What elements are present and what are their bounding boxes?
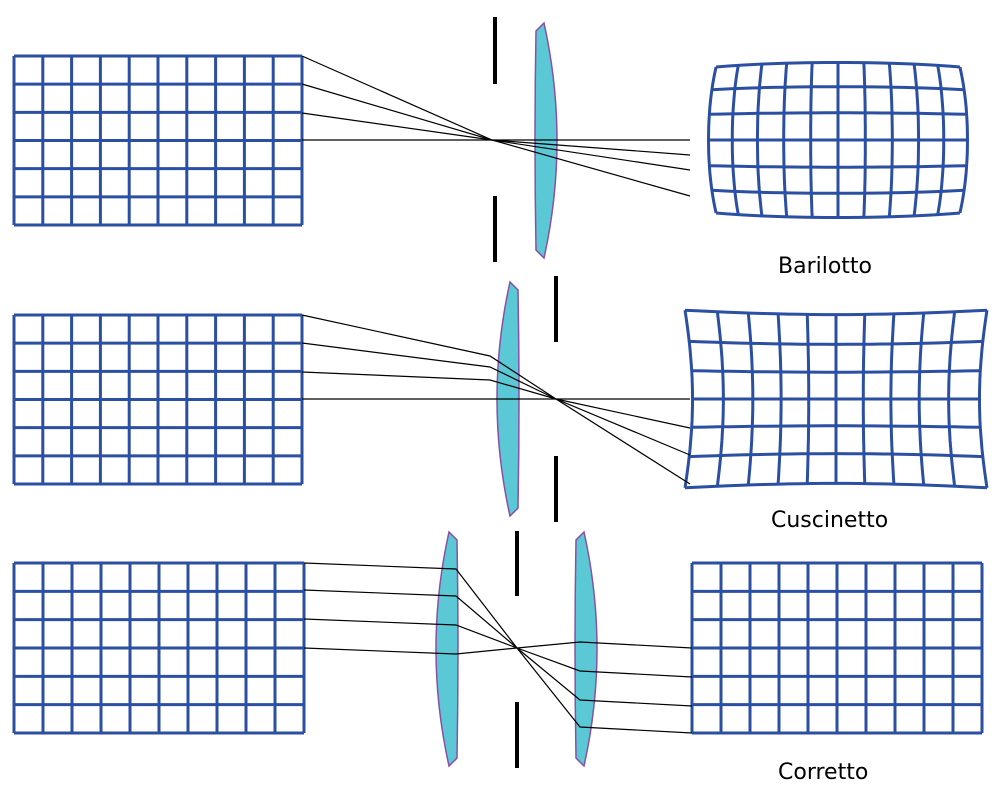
grid-line <box>684 481 988 490</box>
grid-line <box>709 111 967 116</box>
grid-line <box>709 164 967 169</box>
grid-line <box>684 308 988 317</box>
corrected-panel <box>12 530 984 768</box>
object-grid <box>12 561 306 735</box>
grid-line <box>689 452 983 459</box>
light-ray <box>303 618 693 678</box>
object-grid <box>12 313 304 486</box>
barrel-panel <box>12 17 970 262</box>
light-ray <box>303 562 693 734</box>
barrel-label: Barilotto <box>778 254 873 279</box>
light-ray <box>301 83 691 171</box>
grid-line <box>978 309 989 489</box>
light-ray <box>301 314 691 485</box>
image-grid <box>690 561 984 735</box>
light-ray <box>301 112 691 156</box>
image-grid <box>706 61 970 219</box>
lens-front <box>435 530 459 768</box>
light-ray <box>303 641 693 655</box>
grid-line <box>715 61 961 69</box>
image-grid <box>683 308 989 490</box>
grid-line <box>691 369 981 374</box>
light-ray <box>303 589 693 707</box>
lens-rear <box>574 530 598 768</box>
object-grid <box>12 54 304 227</box>
grid-line <box>711 85 965 92</box>
light-ray <box>301 371 691 429</box>
grid-line <box>691 424 981 429</box>
pincushion-panel <box>12 276 989 522</box>
grid-line <box>711 188 965 195</box>
pincushion-label: Cuscinetto <box>771 508 889 533</box>
grid-line <box>689 339 983 346</box>
corrected-label: Corretto <box>778 760 869 785</box>
light-ray <box>301 342 691 456</box>
grid-line <box>715 211 961 219</box>
